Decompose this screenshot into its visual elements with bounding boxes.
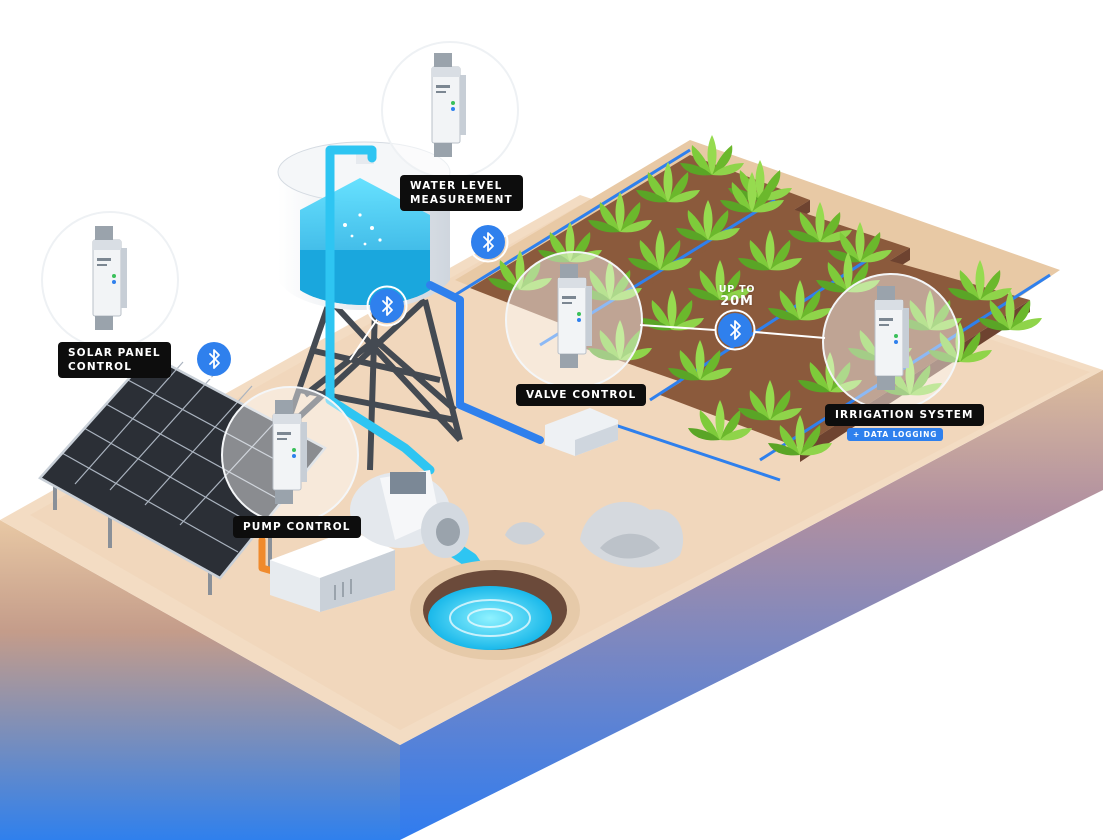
- device-bubble-irrigation: [822, 273, 960, 411]
- label-valve-text: VALVE CONTROL: [526, 389, 637, 401]
- label-water-level-line2: MEASUREMENT: [410, 194, 513, 206]
- label-pump-control: PUMP CONTROL: [233, 516, 361, 538]
- bluetooth-icon: [366, 285, 408, 327]
- label-solar-line2: CONTROL: [68, 361, 132, 373]
- bluetooth-icon: [467, 221, 509, 263]
- device-bubble-pump: [221, 386, 359, 524]
- label-water-level-line1: WATER LEVEL: [410, 180, 503, 192]
- range-indicator: UP TO 20M: [708, 284, 766, 309]
- device-bubble-valve: [505, 251, 643, 389]
- rocks: [505, 501, 684, 568]
- label-solar-line1: SOLAR PANEL: [68, 347, 161, 359]
- label-data-logging: + DATA LOGGING: [847, 428, 944, 441]
- label-pump-text: PUMP CONTROL: [243, 521, 351, 533]
- device-bubble-solar: [41, 211, 179, 349]
- range-line1: UP TO: [718, 284, 756, 295]
- bluetooth-icon: [193, 338, 235, 380]
- device-bubble-water-level: [381, 41, 519, 179]
- pump-equipment: [270, 408, 618, 612]
- label-irrigation-text: IRRIGATION SYSTEM: [835, 409, 974, 421]
- label-water-level-measurement: WATER LEVEL MEASUREMENT: [400, 175, 523, 211]
- range-line2: 20M: [720, 294, 754, 309]
- bluetooth-icon: [714, 309, 756, 351]
- water-well: [410, 560, 580, 660]
- label-solar-panel-control: SOLAR PANEL CONTROL: [58, 342, 171, 378]
- label-irrigation-system: IRRIGATION SYSTEM: [825, 404, 984, 426]
- label-valve-control: VALVE CONTROL: [516, 384, 647, 406]
